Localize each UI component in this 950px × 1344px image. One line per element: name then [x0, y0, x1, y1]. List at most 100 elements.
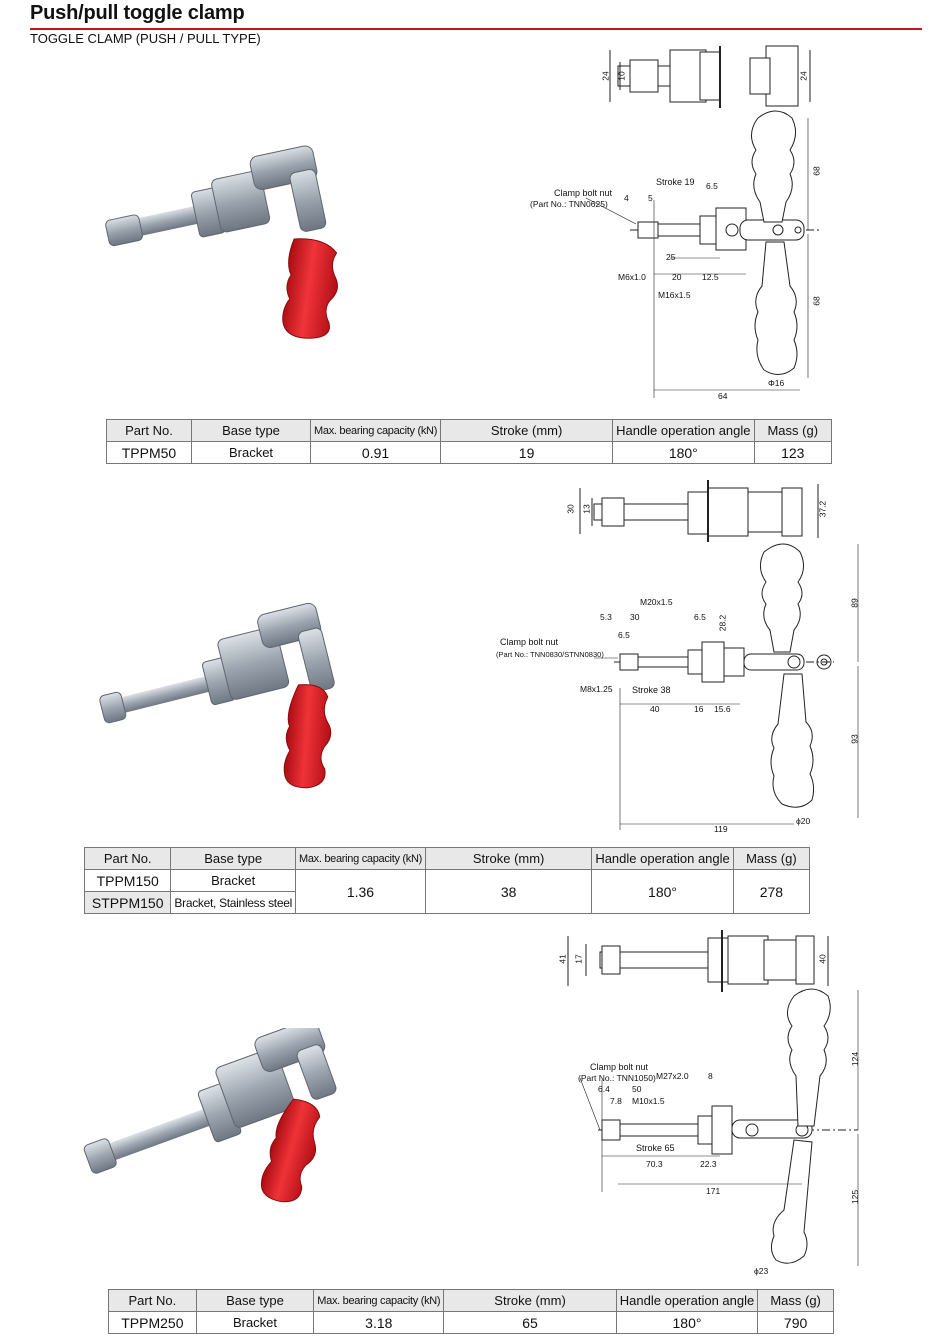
dim-label: 30 — [630, 612, 640, 622]
table-row: TPPM150 Bracket 1.36 38 180° 278 — [83, 869, 811, 914]
base-type-cell: Bracket — [190, 441, 312, 464]
angle-cell: 180° — [615, 1311, 759, 1334]
dim-label: 10 — [616, 71, 627, 81]
angle-cell: 180° — [612, 441, 755, 464]
col-mass: Mass (g) — [757, 1289, 834, 1312]
col-stroke: Stroke (mm) — [443, 1289, 617, 1312]
stroke-cell: 38 — [424, 869, 593, 914]
dim-label: 64 — [718, 391, 728, 401]
dim-label: 7.8 — [610, 1096, 622, 1106]
product-photo-tppm50 — [105, 145, 338, 339]
mass-cell: 278 — [732, 869, 811, 914]
table-header-row: Part No. Base type Max. bearing capacity… — [106, 419, 833, 442]
stroke-cell: 65 — [443, 1311, 617, 1334]
table-row: TPPM50 Bracket 0.91 19 180° 123 — [106, 441, 833, 464]
mass-cell: 790 — [757, 1311, 834, 1334]
product-photo-tppm250 — [83, 1028, 337, 1203]
col-part-no: Part No. — [106, 419, 192, 442]
dim-label: Φ16 — [768, 378, 785, 388]
dim-label: 68 — [811, 296, 822, 306]
base-type-cell: Bracket, Stainless steel — [170, 891, 296, 914]
dim-label: M16x1.5 — [658, 290, 691, 300]
dim-label: 37.2 — [817, 500, 828, 518]
drawing-tppm50 — [585, 45, 820, 398]
dim-label: 125 — [850, 1189, 861, 1205]
base-type-cell: Bracket — [195, 1311, 315, 1334]
capacity-cell: 1.36 — [294, 869, 426, 914]
spec-table-tppm50: Part No. Base type Max. bearing capacity… — [106, 419, 833, 464]
capacity-cell: 3.18 — [313, 1311, 445, 1334]
stroke-label: Stroke 38 — [632, 685, 671, 695]
table-header-row: Part No. Base type Max. bearing capacity… — [108, 1289, 834, 1312]
dim-label: 6.5 — [618, 630, 630, 640]
dim-label: 17 — [573, 954, 584, 964]
dim-label: 24 — [798, 71, 809, 81]
capacity-cell: 0.91 — [310, 441, 442, 464]
col-angle: Handle operation angle — [612, 419, 755, 442]
dim-label: 70.3 — [646, 1159, 663, 1169]
dim-label: 12.5 — [702, 272, 719, 282]
dim-label: ϕ20 — [796, 816, 811, 826]
col-capacity: Max. bearing capacity (kN) — [310, 419, 442, 442]
dim-label: M27x2.0 — [656, 1071, 689, 1081]
dim-label: 5.3 — [600, 612, 612, 622]
dim-label: M6x1.0 — [618, 272, 646, 282]
dim-label: 15.6 — [714, 704, 731, 714]
drawing-tppm250 — [567, 930, 859, 1266]
clamp-bolt-nut-label: Clamp bolt nut — [500, 637, 559, 647]
col-mass: Mass (g) — [753, 419, 833, 442]
dim-label: 5 — [648, 193, 653, 203]
col-base-type: Base type — [190, 419, 312, 442]
dim-label: ϕ23 — [754, 1266, 769, 1276]
drawing-labels-tppm250: 41 17 40 Clamp bolt nut (Part No.: TNN10… — [558, 930, 870, 1282]
dim-label: 4 — [624, 193, 629, 203]
drawing-tppm150 — [579, 480, 859, 830]
drawing-labels-tppm50: 24 10 24 Clamp bolt nut (Part No.: TNN06… — [520, 38, 830, 401]
dim-label: 13 — [581, 504, 592, 514]
dim-label: 6.5 — [706, 181, 718, 191]
dim-label: 50 — [632, 1084, 642, 1094]
col-capacity: Max. bearing capacity (kN) — [313, 1289, 445, 1312]
dim-label: 16 — [694, 704, 704, 714]
dim-label: 20 — [672, 272, 682, 282]
spec-table-tppm150: Part No. Base type Max. bearing capacity… — [83, 847, 811, 914]
col-part-no: Part No. — [83, 847, 172, 870]
dim-label: 68 — [811, 166, 822, 176]
angle-cell: 180° — [591, 869, 734, 914]
dim-label: 93 — [849, 734, 860, 744]
page-subtitle: TOGGLE CLAMP (PUSH / PULL TYPE) — [30, 31, 261, 46]
dim-label: 124 — [850, 1051, 861, 1067]
part-no-cell: TPPM250 — [108, 1311, 197, 1334]
dim-label: 40 — [650, 704, 660, 714]
dim-label: 41 — [557, 954, 568, 964]
part-no-cell: STPPM150 — [83, 891, 172, 914]
clamp-bolt-nut-label: Clamp bolt nut — [590, 1062, 649, 1072]
col-stroke: Stroke (mm) — [440, 419, 614, 442]
drawing-labels-tppm150: 30 13 37.2 Clamp bolt nut (Part No.: TNN… — [494, 478, 870, 834]
clamp-bolt-nut-label: Clamp bolt nut — [554, 188, 613, 198]
part-no-cell: TPPM150 — [83, 869, 172, 892]
dim-label: 24 — [600, 71, 611, 81]
dim-label: M8x1.25 — [580, 684, 613, 694]
dim-label: 30 — [565, 504, 576, 514]
dim-label: 6.5 — [694, 612, 706, 622]
dim-label: 25 — [666, 252, 676, 262]
product-photo-tppm150 — [99, 602, 335, 789]
dim-label: 89 — [849, 598, 860, 608]
dim-label: 119 — [714, 824, 728, 834]
part-ref-label: (Part No.: TNN0625) — [530, 199, 608, 209]
base-type-cell: Bracket — [170, 869, 296, 892]
title-rule — [30, 28, 922, 30]
stroke-cell: 19 — [440, 441, 614, 464]
part-ref-label: (Part No.: TNN1050) — [578, 1073, 656, 1083]
table-header-row: Part No. Base type Max. bearing capacity… — [83, 847, 811, 870]
stroke-label: Stroke 65 — [636, 1143, 675, 1153]
dim-label: M10x1.5 — [632, 1096, 665, 1106]
mass-cell: 123 — [753, 441, 833, 464]
part-ref-label: (Part No.: TNN0830/STNN0830) — [496, 650, 604, 659]
col-part-no: Part No. — [108, 1289, 197, 1312]
col-angle: Handle operation angle — [591, 847, 734, 870]
table-row: STPPM150 Bracket, Stainless steel — [83, 891, 810, 914]
dim-label: 22.3 — [700, 1159, 717, 1169]
page-title: Push/pull toggle clamp — [30, 2, 245, 24]
